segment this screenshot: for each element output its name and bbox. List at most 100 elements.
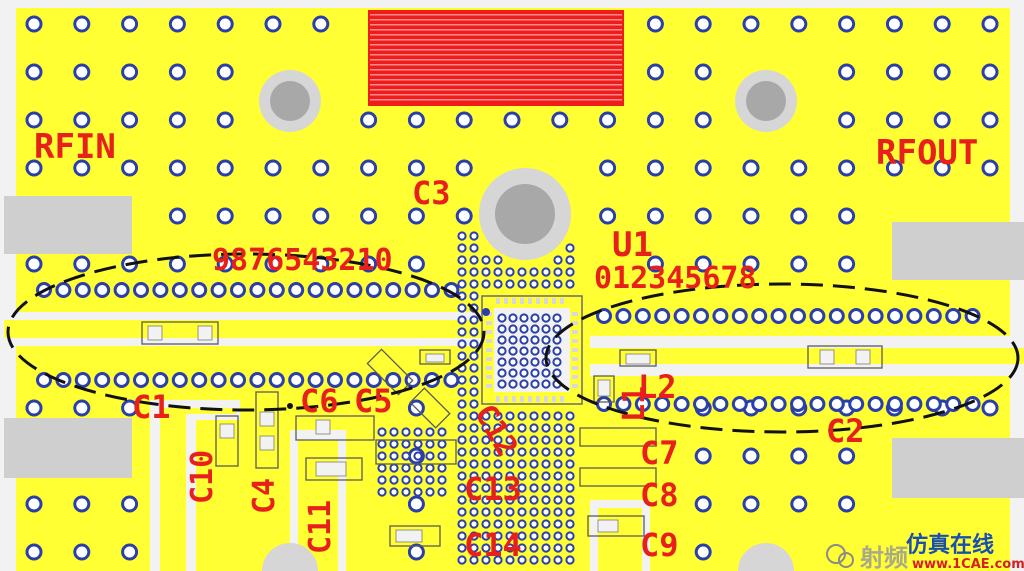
via-small bbox=[457, 555, 467, 565]
via-small bbox=[401, 475, 411, 485]
connector-pad-line bbox=[370, 69, 622, 71]
via bbox=[981, 111, 999, 129]
via-small bbox=[517, 507, 527, 517]
via-small bbox=[457, 531, 467, 541]
via-small bbox=[553, 543, 563, 553]
via-small bbox=[457, 459, 467, 469]
via bbox=[906, 308, 923, 324]
via-small bbox=[517, 447, 527, 457]
connector-pad-line bbox=[370, 14, 622, 16]
via-small bbox=[493, 495, 503, 505]
via bbox=[551, 111, 569, 129]
u1-pin bbox=[486, 384, 492, 388]
c2-pad-a bbox=[819, 349, 835, 365]
via bbox=[596, 308, 612, 324]
u1-thermal-via bbox=[519, 335, 529, 345]
via-small bbox=[541, 555, 551, 565]
c2-pad-b bbox=[855, 349, 871, 365]
via bbox=[646, 15, 664, 33]
via-small bbox=[469, 423, 479, 433]
via-small bbox=[517, 495, 527, 505]
highlight-ellipses bbox=[6, 252, 1020, 434]
via bbox=[55, 282, 72, 298]
via-small bbox=[457, 315, 467, 325]
via-small bbox=[377, 427, 387, 437]
via-small bbox=[457, 435, 467, 445]
via-small bbox=[517, 483, 527, 493]
via-small bbox=[493, 555, 503, 565]
via bbox=[455, 207, 473, 225]
via-small bbox=[389, 451, 399, 461]
via-small bbox=[437, 463, 447, 473]
via-small bbox=[517, 459, 527, 469]
via bbox=[74, 372, 91, 388]
via-small bbox=[469, 327, 479, 337]
via-small bbox=[505, 507, 515, 517]
via-small bbox=[505, 423, 515, 433]
via-small bbox=[493, 519, 503, 529]
via-small bbox=[377, 439, 387, 449]
via bbox=[693, 396, 709, 412]
via bbox=[312, 15, 330, 33]
label-c4: C4 bbox=[247, 478, 282, 514]
u1-pin bbox=[572, 321, 578, 325]
via bbox=[694, 255, 712, 273]
via-small bbox=[469, 531, 479, 541]
connector-pad-line bbox=[370, 89, 622, 91]
via-small bbox=[505, 279, 515, 289]
via bbox=[867, 308, 884, 324]
u1-thermal-via bbox=[519, 368, 529, 378]
via bbox=[121, 399, 139, 417]
via bbox=[694, 447, 712, 465]
via bbox=[365, 372, 382, 388]
via-small bbox=[541, 267, 551, 277]
c5-outline bbox=[366, 348, 414, 396]
via-small bbox=[457, 411, 467, 421]
via-small bbox=[517, 435, 527, 445]
u1-pin bbox=[486, 321, 492, 325]
via bbox=[828, 308, 845, 324]
via bbox=[694, 495, 712, 513]
via bbox=[933, 15, 951, 33]
via bbox=[742, 447, 760, 465]
via-small bbox=[493, 411, 503, 421]
via bbox=[828, 396, 845, 412]
via bbox=[599, 159, 617, 177]
via-small bbox=[529, 483, 539, 493]
via bbox=[216, 207, 234, 225]
via bbox=[25, 63, 43, 81]
via bbox=[230, 282, 246, 298]
top-connector-pads bbox=[368, 10, 624, 106]
via-small bbox=[457, 507, 467, 517]
u1-thermal-via bbox=[541, 379, 551, 389]
watermark: 射频 仿真在线 www.1CAE.com bbox=[826, 532, 1024, 571]
via bbox=[210, 372, 227, 388]
via-small bbox=[401, 451, 411, 461]
rf-line-channels bbox=[4, 312, 1024, 571]
via-small bbox=[565, 483, 575, 493]
via-small bbox=[401, 427, 411, 437]
via-small bbox=[469, 483, 479, 493]
via bbox=[906, 396, 923, 412]
via-small bbox=[481, 531, 491, 541]
c4-outline bbox=[255, 391, 279, 469]
via-small bbox=[553, 255, 563, 265]
via bbox=[673, 396, 690, 412]
u1-pin bbox=[520, 298, 524, 304]
via-small bbox=[389, 439, 399, 449]
via-small bbox=[505, 267, 515, 277]
via bbox=[867, 396, 884, 412]
u1-pin bbox=[496, 298, 500, 304]
via bbox=[981, 399, 999, 417]
bias-trace-left bbox=[160, 408, 236, 571]
watermark-url: www.1CAE.com bbox=[912, 557, 1024, 571]
c10-pad bbox=[219, 423, 235, 439]
via-small bbox=[529, 267, 539, 277]
u1-pin bbox=[486, 375, 492, 379]
connector-pad-line bbox=[370, 34, 622, 36]
via-small bbox=[457, 471, 467, 481]
via-small bbox=[481, 267, 491, 277]
u1-thermal-via bbox=[552, 313, 562, 323]
via bbox=[121, 63, 139, 81]
mount-hole-center-inner bbox=[495, 184, 555, 244]
